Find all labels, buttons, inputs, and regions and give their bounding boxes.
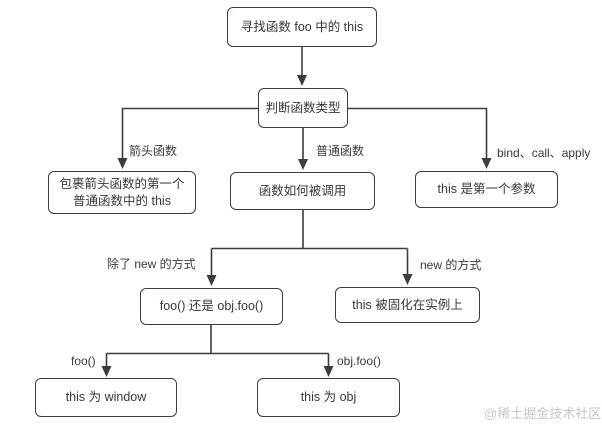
- node-this-is-obj: this 为 obj: [257, 378, 400, 417]
- edge-label-obj-foo-call: obj.foo(): [337, 354, 382, 368]
- edge-howcalled-split: [210, 210, 409, 277]
- arrowhead-down-icon: [117, 158, 128, 169]
- arrowhead-down-icon: [481, 158, 492, 169]
- node-label: this 为 obj: [300, 390, 357, 405]
- node-find-this-in-foo: 寻找函数 foo 中的 this: [227, 7, 377, 47]
- node-judge-function-type: 判断函数类型: [258, 88, 348, 128]
- node-label: 判断函数类型: [265, 100, 341, 115]
- arrowhead-down-icon: [206, 275, 217, 286]
- edge-judge-to-arrowfn: [121, 107, 258, 160]
- edge-label-foo-call: foo(): [71, 354, 96, 368]
- edge-judge-to-bind: [348, 107, 488, 160]
- arrowhead-down-icon: [298, 159, 308, 170]
- arrowhead-down-icon: [402, 274, 413, 285]
- edge-foo-or-objfoo-split: [105, 325, 330, 367]
- node-label: this 是第一个参数: [437, 182, 536, 197]
- edge-label-not-new-way: 除了 new 的方式: [107, 257, 196, 271]
- node-arrow-function-result: 包裹箭头函数的第一个 普通函数中的 this: [48, 171, 196, 214]
- edge-label-normal-function: 普通函数: [316, 144, 365, 158]
- edge-label-new-way: new 的方式: [420, 258, 482, 272]
- node-how-function-called: 函数如何被调用: [230, 172, 375, 210]
- node-this-fixed-on-instance: this 被固化在实例上: [335, 287, 480, 323]
- node-this-is-first-param: this 是第一个参数: [415, 171, 558, 208]
- arrowhead-down-icon: [101, 366, 112, 377]
- node-foo-or-objfoo: foo() 还是 obj.foo(): [140, 288, 283, 325]
- node-label: this 为 window: [65, 390, 147, 405]
- watermark-juejin-community: @稀土掘金技术社区: [484, 406, 602, 421]
- node-label-line1: 包裹箭头函数的第一个: [59, 176, 185, 191]
- node-label: 函数如何被调用: [258, 183, 347, 198]
- node-this-is-window: this 为 window: [35, 378, 177, 417]
- arrowhead-down-icon: [297, 75, 307, 86]
- node-label: 寻找函数 foo 中的 this: [240, 19, 364, 34]
- edge-label-bind-call-apply: bind、call、apply: [497, 146, 591, 160]
- arrowhead-down-icon: [323, 366, 334, 377]
- node-label: this 被固化在实例上: [352, 297, 463, 312]
- node-label: foo() 还是 obj.foo(): [159, 299, 264, 314]
- edge-label-arrow-function: 箭头函数: [129, 144, 178, 158]
- node-label-line2: 普通函数中的 this: [73, 193, 171, 208]
